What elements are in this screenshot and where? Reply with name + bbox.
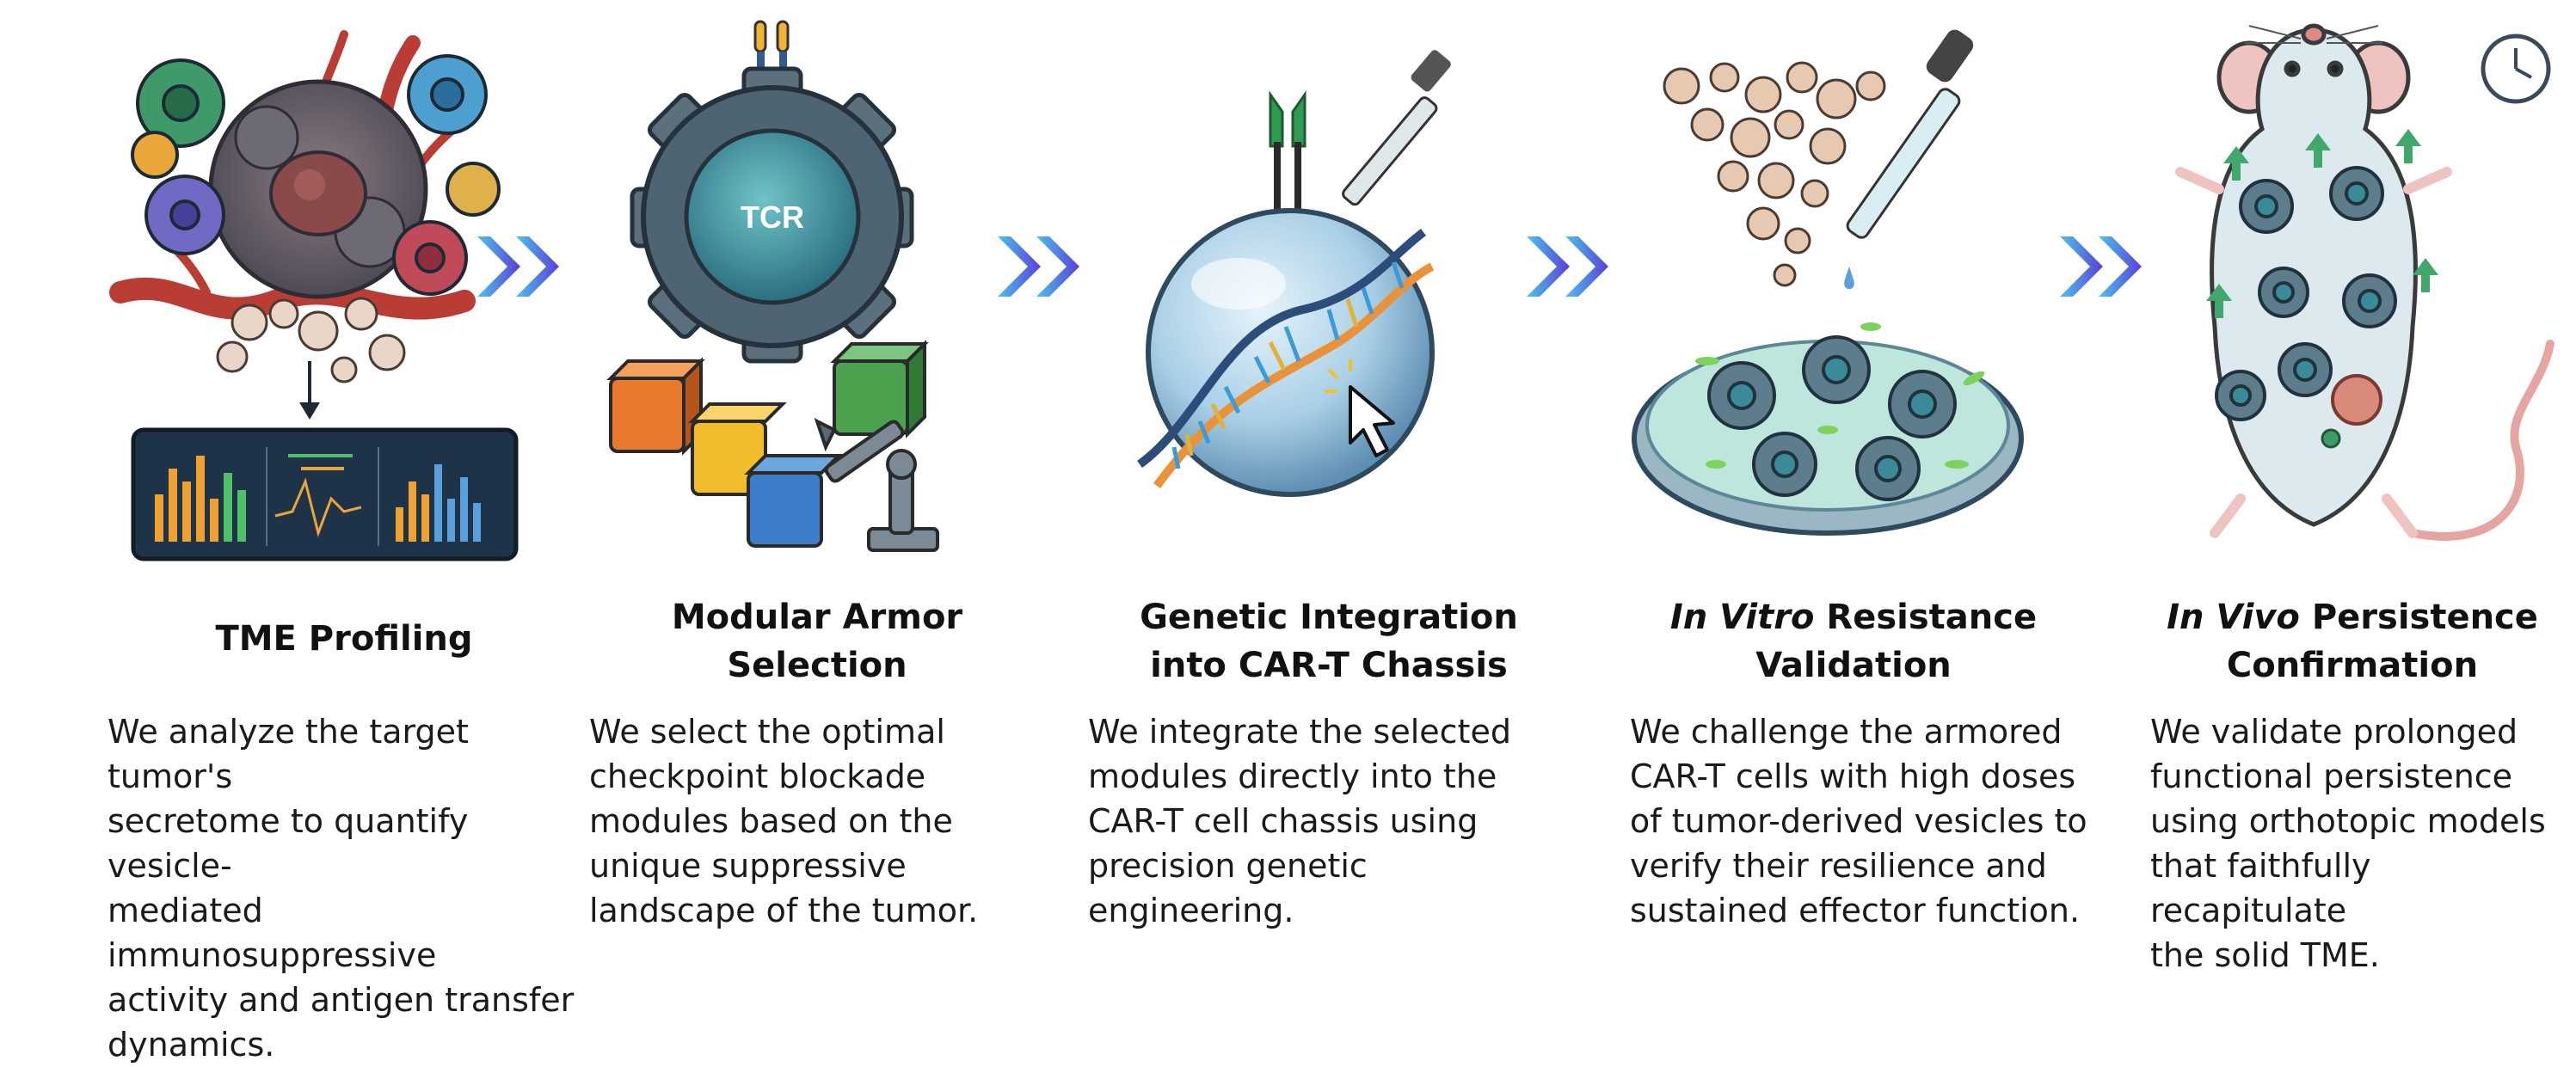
arrow-down-icon [299, 361, 320, 420]
vesicle-icon [216, 297, 406, 383]
title-line: Validation [1755, 646, 1952, 685]
desc-line: precision genetic engineering. [1088, 847, 1368, 929]
desc-line: of tumor-derived vesicles to [1630, 802, 2087, 840]
cursor-icon [1325, 359, 1395, 457]
step-title: In Vitro Resistance Validation [1613, 593, 2094, 690]
title-line: TME Profiling [215, 619, 473, 659]
step-title: In Vivo Persistence Confirmation [2137, 593, 2567, 690]
title-line: In Vivo Persistence [2167, 598, 2538, 637]
step-description: We select the optimal checkpoint blockad… [589, 709, 978, 933]
title-line: Genetic Integration [1140, 598, 1518, 637]
desc-line: activity and antigen transfer [108, 981, 575, 1019]
clock-icon [2481, 34, 2551, 104]
gear-icon: TCR [630, 66, 914, 364]
desc-line: secretome to quantify vesicle- [108, 802, 469, 885]
car-receptor-icon [1269, 90, 1306, 219]
mouse-icon [2175, 23, 2452, 538]
desc-line: CAR-T cells with high doses [1630, 757, 2076, 795]
desc-line: We integrate the selected [1088, 713, 1511, 751]
fluorescent-marker-icon [1695, 322, 1985, 469]
desc-line: verify their resilience and [1630, 847, 2047, 885]
module-cube-icon [606, 340, 929, 548]
step-genetic-integration: Genetic Integration into CAR-T Chassis W… [1079, 0, 1578, 929]
title-line: Modular Armor [671, 598, 963, 637]
step-tme-profiling: TME Profiling We analyze the target tumo… [103, 0, 585, 1064]
title-italic: In Vitro [1669, 598, 1815, 637]
immune-cell-icon [131, 54, 501, 296]
title-line: into CAR-T Chassis [1150, 646, 1508, 685]
step-description: We analyze the target tumor's secretome … [108, 709, 585, 1067]
dropper-icon [1844, 29, 1974, 290]
t-cell-icon [1707, 335, 1957, 501]
desc-line: unique suppressive [589, 847, 907, 885]
genetic-integration-illustration [1137, 50, 1451, 497]
mouse-tail-icon [2408, 340, 2554, 541]
desc-line: that faithfully recapitulate [2150, 847, 2371, 929]
chevron-double-right-icon [998, 236, 1079, 297]
title-line: In Vitro Resistance [1670, 598, 2037, 637]
data-dashboard-icon [131, 427, 519, 561]
desc-line: modules based on the [589, 802, 953, 840]
chevron-double-right-icon [477, 236, 559, 297]
title-italic: In Vivo [2167, 598, 2300, 637]
desc-line: sustained effector function. [1630, 892, 2081, 929]
desc-line: functional persistence [2150, 757, 2513, 795]
chevron-double-right-icon [1527, 236, 1608, 297]
tumor-cell-icon [208, 79, 428, 299]
desc-line: the solid TME. [2150, 936, 2380, 974]
robot-arm-icon [814, 418, 939, 552]
desc-line: dynamics. [108, 1026, 275, 1064]
vesicle-icon [1663, 61, 1886, 287]
step-title: Genetic Integration into CAR-T Chassis [1079, 593, 1578, 690]
tme-profiling-illustration [109, 30, 519, 561]
step-in-vitro-validation: In Vitro Resistance Validation We challe… [1613, 0, 2094, 929]
chevron-double-right-icon [2060, 236, 2142, 297]
desc-line: mediated immunosuppressive [108, 892, 437, 974]
desc-line: modules directly into the [1088, 757, 1497, 795]
desc-line: landscape of the tumor. [589, 892, 979, 929]
tcr-label: TCR [741, 199, 804, 235]
step-description: We challenge the armored CAR-T cells wit… [1630, 709, 2087, 933]
title-line: Selection [727, 646, 907, 685]
desc-line: We analyze the target tumor's [108, 713, 469, 795]
desc-line: We challenge the armored [1630, 713, 2063, 751]
title-line: Confirmation [2226, 646, 2479, 685]
step-description: We integrate the selected modules direct… [1088, 709, 1578, 933]
desc-line: CAR-T cell chassis using [1088, 802, 1479, 840]
desc-line: checkpoint blockade [589, 757, 926, 795]
step-title: Modular Armor Selection [576, 593, 1058, 690]
desc-line: We validate prolonged [2150, 713, 2518, 751]
desc-line: We select the optimal [589, 713, 945, 751]
t-cell-icon [2215, 166, 2397, 421]
title-rest: Persistence [2299, 598, 2538, 637]
title-rest: Resistance [1814, 598, 2038, 637]
in-vivo-illustration [2175, 23, 2554, 541]
modular-armor-illustration: TCR [606, 20, 939, 552]
dna-helix-icon [1137, 229, 1435, 488]
step-modular-armor-selection: TCR Modular Armor Selection We selec [576, 0, 1058, 929]
whisker-icon [2245, 25, 2382, 44]
arrow-up-icon [2206, 129, 2438, 318]
in-vitro-illustration [1632, 29, 2024, 536]
step-description: We validate prolonged functional persist… [2150, 709, 2567, 978]
step-title: TME Profiling [103, 615, 585, 663]
step-in-vivo-confirmation: In Vivo Persistence Confirmation We vali… [2137, 0, 2567, 974]
tumor-icon [2321, 374, 2382, 449]
desc-line: using orthotopic models [2150, 802, 2546, 840]
